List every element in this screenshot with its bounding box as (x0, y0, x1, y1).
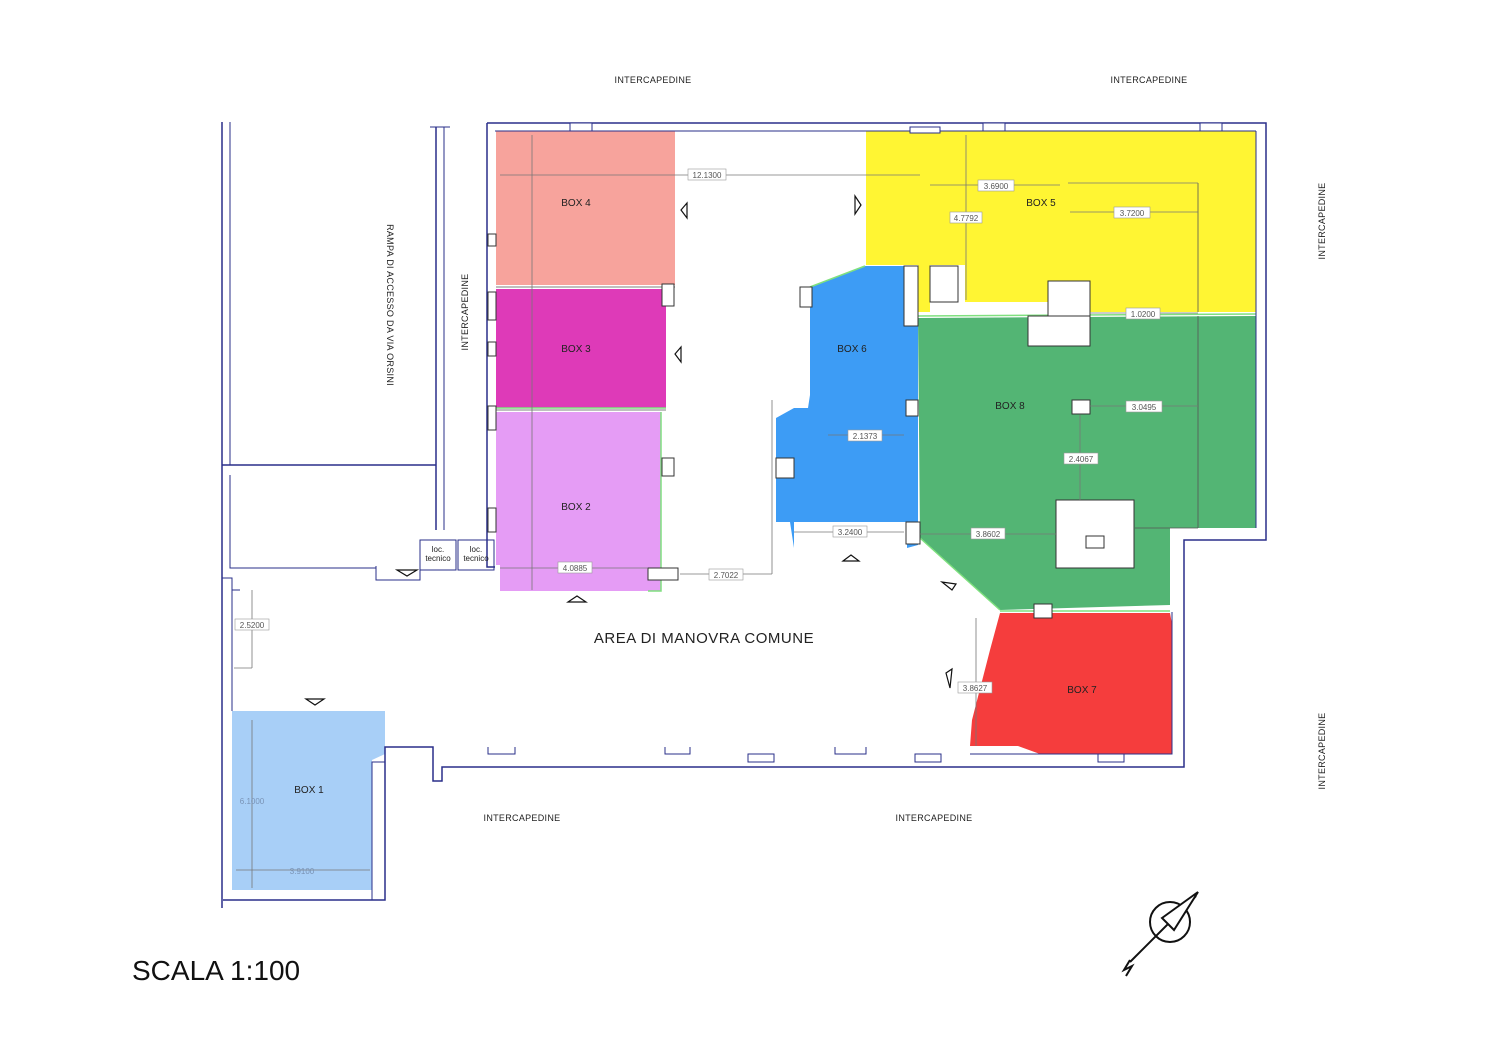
box-4-area[interactable] (496, 131, 675, 285)
dimension-3-72: 3.7200 (1113, 206, 1151, 219)
entry-arrow-icon (394, 569, 420, 577)
svg-text:1.0200: 1.0200 (1131, 310, 1156, 319)
dimension-2-7022: 2.7022 (708, 568, 744, 581)
svg-text:4.7792: 4.7792 (954, 214, 979, 223)
dimension-2-52: 2.5200 (234, 618, 270, 631)
box-1-label: BOX 1 (294, 785, 324, 796)
box-5-label: BOX 5 (1026, 198, 1056, 209)
entry-arrow-icon (939, 581, 958, 591)
dimension-3-24: 3.2400 (832, 525, 868, 538)
svg-text:4.0885: 4.0885 (563, 564, 588, 573)
svg-text:3.8627: 3.8627 (963, 684, 988, 693)
north-compass-icon (1121, 891, 1199, 977)
svg-text:2.4067: 2.4067 (1069, 455, 1094, 464)
intercapedine-bottom-right: INTERCAPEDINE (896, 813, 973, 823)
svg-text:3.2400: 3.2400 (838, 528, 863, 537)
box-7-area[interactable] (970, 613, 1172, 754)
box-2-label: BOX 2 (561, 502, 591, 513)
svg-text:2.5200: 2.5200 (240, 621, 265, 630)
dimension-3-69: 3.6900 (977, 179, 1015, 192)
entry-arrow-icon (680, 201, 688, 220)
box-7-label: BOX 7 (1067, 685, 1097, 696)
intercapedine-vertical: INTERCAPEDINE (460, 274, 470, 351)
loc-tecnico-2-line2: tecnico (463, 554, 489, 563)
loc-tecnico-1-line2: tecnico (425, 554, 451, 563)
dimension-2-4067: 2.4067 (1063, 452, 1099, 465)
area-comune-label: AREA DI MANOVRA COMUNE (594, 630, 814, 647)
svg-text:2.1373: 2.1373 (853, 432, 878, 441)
dimension-3-0495: 3.0495 (1125, 400, 1163, 413)
dimension-12-13: 12.1300 (687, 168, 727, 181)
box-3-label: BOX 3 (561, 344, 591, 355)
dimension-3-91: 3.9100 (290, 867, 315, 876)
svg-text:2.7022: 2.7022 (714, 571, 739, 580)
svg-text:3.0495: 3.0495 (1132, 403, 1157, 412)
svg-text:3.7200: 3.7200 (1120, 209, 1145, 218)
rampa-label: RAMPA DI ACCESSO DA VIA ORSINI (385, 224, 395, 386)
entry-arrow-icon (841, 554, 861, 562)
svg-text:3.9100: 3.9100 (290, 867, 315, 876)
loc-tecnico-1-line1: loc. (432, 545, 444, 554)
dimension-2-1373: 2.1373 (847, 429, 883, 442)
intercapedine-top-left: INTERCAPEDINE (615, 75, 692, 85)
entry-arrow-icon (674, 345, 682, 364)
svg-text:12.1300: 12.1300 (693, 171, 722, 180)
entry-arrow-icon (304, 698, 326, 706)
entry-arrow-icon (566, 595, 588, 603)
svg-text:3.6900: 3.6900 (984, 182, 1009, 191)
scale-label: SCALA 1:100 (132, 955, 300, 986)
intercapedine-right-bottom: INTERCAPEDINE (1317, 713, 1327, 790)
dimension-3-8627: 3.8627 (957, 681, 993, 694)
box-2-area[interactable] (496, 412, 661, 591)
dimension-6-10: 6.1000 (240, 797, 265, 806)
svg-text:3.8602: 3.8602 (976, 530, 1001, 539)
box-1-area[interactable] (232, 711, 385, 890)
box-5-area[interactable] (866, 131, 1256, 312)
box-4-label: BOX 4 (561, 198, 591, 209)
entry-arrow-icon (945, 667, 953, 689)
box-3-area[interactable] (496, 289, 666, 408)
box-6-label: BOX 6 (837, 344, 867, 355)
loc-tecnico-2-line1: loc. (470, 545, 482, 554)
box-8-label: BOX 8 (995, 401, 1025, 412)
intercapedine-bottom-left: INTERCAPEDINE (484, 813, 561, 823)
svg-text:6.1000: 6.1000 (240, 797, 265, 806)
intercapedine-top-right: INTERCAPEDINE (1111, 75, 1188, 85)
box-6-area[interactable] (776, 266, 918, 548)
dimension-1-02: 1.0200 (1125, 307, 1161, 320)
intercapedine-right-top: INTERCAPEDINE (1317, 183, 1327, 260)
entry-arrow-icon (854, 194, 862, 216)
dimension-3-8602: 3.8602 (970, 527, 1006, 540)
dimension-4-0885: 4.0885 (557, 561, 593, 574)
dimension-4-7792: 4.7792 (949, 211, 983, 224)
